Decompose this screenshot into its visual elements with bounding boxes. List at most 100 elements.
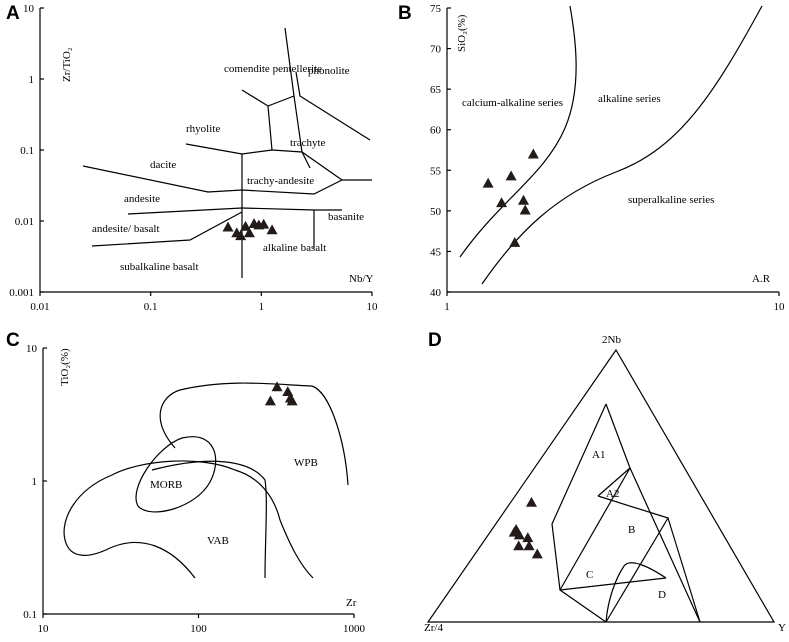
field-label-a1: A1 — [592, 449, 605, 461]
sample-point-triangle — [222, 221, 234, 232]
panel-c-y-axis-label: TiO₂(%) — [59, 348, 71, 386]
panel-d-samples — [508, 496, 543, 559]
panel-c-samples — [264, 381, 298, 406]
field-label-andesite: andesite — [124, 193, 160, 205]
y-tick-label: 75 — [430, 3, 442, 15]
field-label-basanite: basanite — [328, 211, 364, 223]
y-tick-label: 0.01 — [15, 216, 34, 228]
y-tick-label: 45 — [430, 246, 442, 258]
x-tick-label: 100 — [190, 623, 207, 635]
field-label-superalkaline: superalkaline series — [628, 194, 714, 206]
field-label-b: B — [628, 524, 635, 536]
panel-a-y-axis-label: Zr/TiO₂ — [61, 47, 73, 82]
y-tick-label: 0.001 — [9, 287, 34, 299]
field-label-morb: MORB — [150, 479, 182, 491]
panel-a-x-axis-label: Nb/Y — [349, 273, 374, 285]
x-tick-label: 1 — [259, 301, 265, 313]
field-label-comendite: comendite pentellerite — [224, 63, 322, 75]
y-tick-label: 1 — [29, 74, 35, 86]
x-tick-label: 10 — [367, 301, 379, 313]
sample-point-triangle — [266, 224, 278, 235]
sample-point-triangle — [513, 540, 525, 551]
field-label-andesite-basalt: andesite/ basalt — [92, 223, 160, 235]
ternary-frame — [426, 348, 776, 623]
sample-point-triangle — [509, 237, 521, 247]
sample-point-triangle — [271, 381, 283, 392]
panel-b-y-ticks: 40 45 50 55 60 65 70 75 — [430, 3, 451, 299]
panel-c-tio2-vs-zr: WPB MORB VAB Zr TiO₂(%) 10 100 1000 0.1 1 10 — [23, 343, 365, 635]
sample-point-triangle — [264, 395, 276, 406]
sample-point-triangle — [519, 204, 531, 215]
x-tick-label: 10 — [774, 301, 786, 313]
sample-point-triangle — [522, 532, 534, 543]
x-tick-label: 10 — [38, 623, 50, 635]
sample-point-triangle — [496, 197, 508, 208]
sample-point-triangle — [243, 227, 255, 238]
y-tick-label: 60 — [430, 125, 442, 137]
panel-c-x-axis-label: Zr — [346, 597, 357, 609]
field-label-vab: VAB — [207, 535, 229, 547]
y-tick-label: 0.1 — [23, 609, 37, 621]
panel-b-samples — [482, 148, 539, 247]
field-label-c: C — [586, 569, 593, 581]
vertex-label-2nb: 2Nb — [602, 334, 621, 346]
field-label-phonolite: phonolite — [308, 65, 350, 77]
panel-b-x-axis-label: A.R — [752, 273, 771, 285]
sample-point-triangle — [505, 170, 517, 181]
y-tick-label: 65 — [430, 84, 442, 96]
field-label-d: D — [658, 589, 666, 601]
panel-a-samples — [222, 218, 278, 241]
field-label-dacite: dacite — [150, 159, 176, 171]
panel-letter-a: A — [6, 3, 20, 24]
sample-point-triangle — [518, 194, 530, 205]
panel-a-field-labels: comendite pentellerite phonolite rhyolit… — [92, 63, 364, 273]
field-label-calcium-alkaline: calcium-alkaline series — [462, 97, 563, 109]
vertex-label-y: Y — [778, 622, 786, 634]
y-tick-label: 10 — [26, 343, 38, 355]
sample-point-triangle — [523, 540, 535, 551]
x-tick-label: 0.01 — [30, 301, 49, 313]
panel-letter-b: B — [398, 3, 412, 24]
sample-point-triangle — [286, 395, 298, 406]
x-tick-label: 1000 — [343, 623, 366, 635]
field-label-subalkaline-basalt: subalkaline basalt — [120, 261, 199, 273]
panel-d-ternary: A1 A2 B C D 2Nb Zr/4 Y — [424, 334, 786, 634]
panel-a-zr-tio2-vs-nb-y: comendite pentellerite phonolite rhyolit… — [9, 3, 378, 313]
field-label-trachyte: trachyte — [290, 137, 326, 149]
panel-letter-d: D — [428, 330, 442, 351]
panel-a-x-ticks: 0.01 0.1 1 10 — [30, 292, 378, 313]
y-tick-label: 70 — [430, 44, 442, 56]
panel-d-field-labels: A1 A2 B C D — [586, 449, 666, 601]
y-tick-label: 55 — [430, 165, 442, 177]
field-label-alkaline-series: alkaline series — [598, 93, 661, 105]
panel-d-field-boundaries — [551, 403, 701, 623]
sample-point-triangle — [240, 220, 252, 231]
sample-point-triangle — [527, 148, 539, 159]
panel-b-series-boundaries — [459, 5, 763, 285]
panel-b-y-axis-label: SiO₂(%) — [456, 14, 468, 52]
field-label-trachy-andesite: trachy-andesite — [247, 175, 314, 187]
panel-b-x-ticks: 1 10 — [444, 292, 785, 313]
panel-c-y-ticks: 0.1 1 10 — [23, 343, 47, 621]
y-tick-label: 1 — [32, 476, 38, 488]
sample-point-triangle — [531, 548, 543, 559]
sample-point-triangle — [513, 529, 525, 540]
vertex-label-zr4: Zr/4 — [424, 622, 443, 634]
x-tick-label: 0.1 — [144, 301, 158, 313]
field-label-alkaline-basalt: alkaline basalt — [263, 242, 326, 254]
x-tick-label: 1 — [444, 301, 450, 313]
sample-point-triangle — [482, 177, 494, 188]
panel-a-field-boundaries — [82, 27, 372, 278]
y-tick-label: 40 — [430, 287, 442, 299]
field-label-wpb: WPB — [294, 457, 318, 469]
panel-c-field-boundaries — [63, 382, 349, 579]
sample-point-triangle — [235, 230, 247, 241]
panel-c-x-ticks: 10 100 1000 — [38, 614, 366, 635]
sample-point-triangle — [525, 496, 537, 507]
panel-b-field-labels: calcium-alkaline series alkaline series … — [462, 93, 714, 206]
panel-c-field-labels: WPB MORB VAB — [150, 457, 318, 547]
sample-point-triangle — [282, 386, 294, 397]
y-tick-label: 50 — [430, 206, 442, 218]
